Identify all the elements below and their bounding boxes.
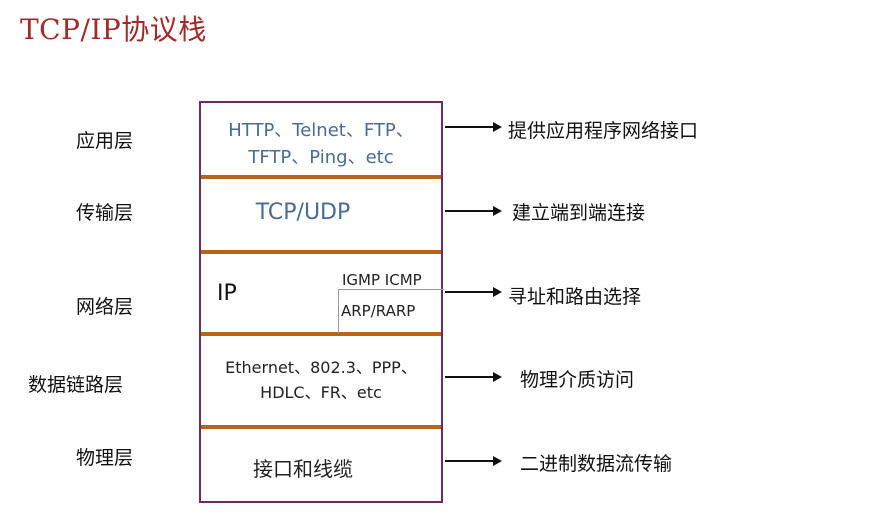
layer-label-physical: 物理层 bbox=[76, 447, 134, 469]
application-protocols-line2: TFTP、Ping、etc bbox=[248, 147, 394, 168]
arrow-right-icon bbox=[445, 287, 503, 297]
arrow-right-icon bbox=[445, 372, 503, 382]
layer-label-application: 应用层 bbox=[76, 130, 134, 152]
arrow-right-icon bbox=[445, 122, 503, 132]
description-application: 提供应用程序网络接口 bbox=[508, 120, 699, 142]
layer-label-transport: 传输层 bbox=[76, 202, 134, 224]
arrow-right-icon bbox=[445, 456, 503, 466]
physical-protocols: 接口和线缆 bbox=[253, 457, 353, 481]
network-protocol-arp-rarp: ARP/RARP bbox=[341, 302, 416, 320]
datalink-protocols-line2: HDLC、FR、etc bbox=[260, 383, 382, 402]
arrow-right-icon bbox=[445, 206, 503, 216]
description-datalink: 物理介质访问 bbox=[520, 369, 635, 391]
network-sub-divider bbox=[338, 289, 339, 333]
layer-label-datalink: 数据链路层 bbox=[28, 374, 124, 396]
network-protocol-ip: IP bbox=[217, 281, 237, 306]
protocol-stack-box: HTTP、Telnet、FTP、 TFTP、Ping、etc TCP/UDP I… bbox=[199, 101, 444, 503]
network-protocol-igmp-icmp: IGMP ICMP bbox=[342, 271, 422, 289]
layer-separator bbox=[201, 425, 441, 429]
layer-separator bbox=[201, 175, 441, 179]
description-network: 寻址和路由选择 bbox=[508, 286, 642, 308]
datalink-protocols-line1: Ethernet、802.3、PPP、 bbox=[225, 358, 417, 377]
layer-separator bbox=[201, 250, 441, 254]
description-physical: 二进制数据流传输 bbox=[520, 453, 673, 475]
description-transport: 建立端到端连接 bbox=[512, 202, 646, 224]
network-sub-divider bbox=[338, 289, 444, 290]
transport-protocols: TCP/UDP bbox=[255, 200, 351, 225]
application-protocols-line1: HTTP、Telnet、FTP、 bbox=[228, 120, 414, 141]
diagram-title: TCP/IP协议栈 bbox=[20, 13, 207, 46]
layer-separator bbox=[201, 332, 441, 336]
layer-label-network: 网络层 bbox=[76, 296, 134, 318]
